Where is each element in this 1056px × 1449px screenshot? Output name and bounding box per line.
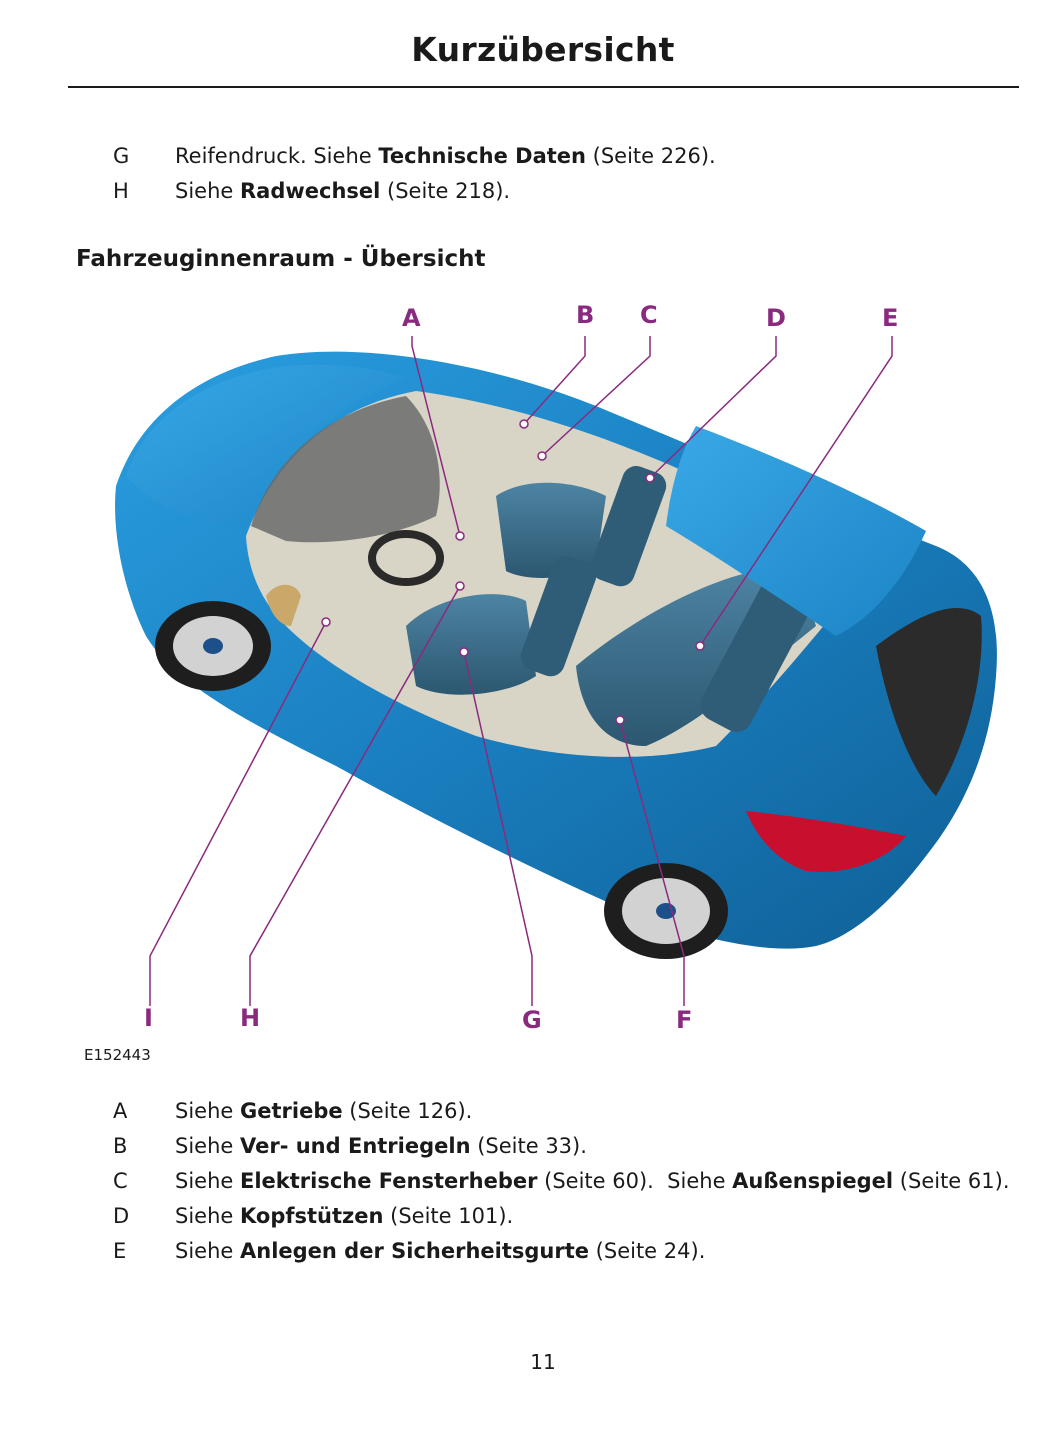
item-link-getriebe[interactable]: Getriebe bbox=[240, 1099, 343, 1123]
item-link-elektrische-fensterheber[interactable]: Elektrische Fensterheber bbox=[240, 1169, 538, 1193]
callout-line-a bbox=[411, 336, 461, 537]
vehicle-illustration bbox=[115, 336, 997, 1006]
item-suffix: (Seite 33). bbox=[470, 1134, 587, 1158]
callout-line-b bbox=[523, 336, 586, 425]
item-key: H bbox=[113, 179, 129, 203]
item-suffix: (Seite 226). bbox=[585, 144, 716, 168]
front-seat-left bbox=[406, 594, 536, 695]
callout-dot-b bbox=[519, 419, 529, 429]
item-prefix: Siehe bbox=[175, 179, 240, 203]
page-number: 11 bbox=[530, 1350, 556, 1374]
item-prefix: Reifendruck. Siehe bbox=[175, 144, 379, 168]
callout-dots bbox=[321, 419, 705, 725]
callout-line-c bbox=[541, 336, 651, 457]
item-key: D bbox=[113, 1204, 130, 1228]
item-suffix-2: (Seite 61). bbox=[893, 1169, 1010, 1193]
callout-label-h: H bbox=[240, 1004, 261, 1032]
page-title: Kurzübersicht bbox=[411, 30, 675, 69]
callout-line-d bbox=[649, 336, 777, 479]
item-prefix: Siehe bbox=[175, 1134, 240, 1158]
item-key: E bbox=[113, 1239, 127, 1263]
front-seat-back-left bbox=[520, 556, 597, 677]
callout-dot-a bbox=[455, 531, 465, 541]
item-prefix-2: Siehe bbox=[653, 1169, 733, 1193]
rear-window bbox=[876, 607, 982, 796]
callout-line-g bbox=[463, 651, 533, 1006]
tail-light bbox=[746, 811, 906, 872]
callout-line-h bbox=[249, 585, 461, 1006]
callout-label-g: G bbox=[522, 1006, 542, 1034]
callout-dot-g bbox=[459, 647, 469, 657]
callout-label-e: E bbox=[882, 304, 899, 332]
item-suffix: (Seite 60). bbox=[537, 1169, 654, 1193]
item-key: A bbox=[113, 1099, 128, 1123]
item-prefix: Siehe bbox=[175, 1204, 240, 1228]
callout-label-b: B bbox=[576, 301, 595, 329]
item-suffix: (Seite 126). bbox=[342, 1099, 473, 1123]
item-prefix: Siehe bbox=[175, 1239, 240, 1263]
callout-label-c: C bbox=[640, 301, 658, 329]
dashboard bbox=[251, 396, 440, 543]
item-link-radwechsel[interactable]: Radwechsel bbox=[240, 179, 381, 203]
item-link-aussenspiegel[interactable]: Außenspiegel bbox=[732, 1169, 894, 1193]
item-key: C bbox=[113, 1169, 128, 1193]
callout-lines bbox=[149, 336, 893, 1006]
item-key: G bbox=[113, 144, 130, 168]
item-link-anlegen-der-sicherheitsgurte[interactable]: Anlegen der Sicherheitsgurte bbox=[240, 1239, 589, 1263]
callout-dot-i bbox=[321, 617, 331, 627]
item-link-kopfstuetzen[interactable]: Kopfstützen bbox=[240, 1204, 384, 1228]
callout-line-i bbox=[149, 621, 327, 1006]
vehicle-interior-figure: A B C D E I H G F bbox=[76, 296, 1036, 1076]
item-suffix: (Seite 101). bbox=[383, 1204, 514, 1228]
item-prefix: Siehe bbox=[175, 1099, 240, 1123]
item-suffix: (Seite 24). bbox=[589, 1239, 706, 1263]
item-prefix: Siehe bbox=[175, 1169, 240, 1193]
front-seat-back-right bbox=[590, 466, 667, 587]
item-link-technische-daten[interactable]: Technische Daten bbox=[378, 144, 586, 168]
callout-line-e bbox=[699, 336, 893, 647]
callout-dot-h bbox=[455, 581, 465, 591]
side-mirror bbox=[266, 584, 301, 626]
title-divider bbox=[68, 86, 1019, 88]
item-link-ver-und-entriegeln[interactable]: Ver- und Entriegeln bbox=[240, 1134, 471, 1158]
callout-label-a: A bbox=[402, 304, 421, 332]
item-suffix: (Seite 218). bbox=[380, 179, 511, 203]
callout-dot-e bbox=[695, 641, 705, 651]
rear-wheel bbox=[604, 863, 728, 959]
steering-wheel bbox=[368, 530, 444, 586]
figure-id: E152443 bbox=[84, 1046, 151, 1064]
callout-label-d: D bbox=[766, 304, 786, 332]
callout-line-f bbox=[619, 719, 685, 1006]
car-hood bbox=[126, 364, 406, 526]
front-seat-right bbox=[496, 482, 606, 578]
item-key: B bbox=[113, 1134, 128, 1158]
callout-dot-d bbox=[645, 473, 655, 483]
callout-dot-c bbox=[537, 451, 547, 461]
callout-label-f: F bbox=[676, 1006, 693, 1034]
callout-label-i: I bbox=[144, 1004, 153, 1032]
section-title: Fahrzeuginnenraum - Übersicht bbox=[76, 246, 486, 272]
callout-dot-f bbox=[615, 715, 625, 725]
car-roof bbox=[666, 426, 926, 636]
front-wheel bbox=[155, 601, 271, 691]
